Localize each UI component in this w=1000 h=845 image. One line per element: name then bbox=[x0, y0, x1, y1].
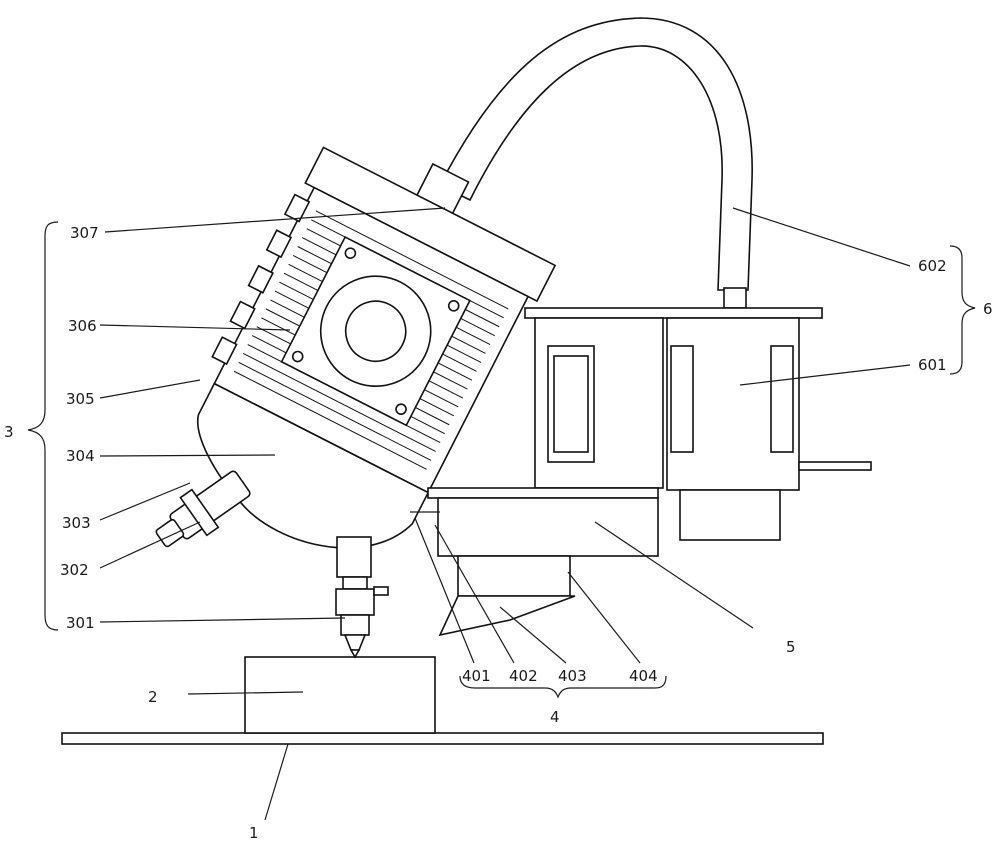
motor-window-right bbox=[770, 345, 794, 453]
workpiece-block bbox=[244, 656, 436, 734]
label-402: 402 bbox=[509, 667, 538, 685]
label-301: 301 bbox=[66, 614, 95, 632]
feeder-body bbox=[457, 555, 571, 597]
hose bbox=[438, 17, 753, 291]
nozzle-stack bbox=[335, 536, 389, 659]
brace-3 bbox=[27, 221, 59, 631]
label-2: 2 bbox=[148, 688, 158, 706]
label-3: 3 bbox=[4, 423, 14, 441]
base-plate bbox=[61, 732, 824, 745]
carriage-plate bbox=[524, 307, 823, 319]
fan-hub bbox=[344, 300, 407, 362]
label-403: 403 bbox=[558, 667, 587, 685]
label-303: 303 bbox=[62, 514, 91, 532]
label-6: 6 bbox=[983, 300, 993, 318]
label-306: 306 bbox=[68, 317, 97, 335]
label-401: 401 bbox=[462, 667, 491, 685]
label-404: 404 bbox=[629, 667, 658, 685]
lower-housing bbox=[196, 382, 430, 549]
brace-6 bbox=[949, 245, 976, 375]
unit-5-body bbox=[437, 497, 659, 557]
side-fitting bbox=[155, 470, 251, 548]
motor-base bbox=[679, 489, 781, 541]
brace-4 bbox=[459, 675, 667, 699]
hose-connector bbox=[723, 287, 747, 309]
side-clips bbox=[211, 193, 311, 366]
print-head-assembly bbox=[196, 146, 557, 549]
label-601: 601 bbox=[918, 356, 947, 374]
label-602: 602 bbox=[918, 257, 947, 275]
unit-5-plate bbox=[427, 487, 659, 499]
motor-shaft bbox=[798, 461, 872, 471]
label-304: 304 bbox=[66, 447, 95, 465]
label-5: 5 bbox=[786, 638, 796, 656]
label-1: 1 bbox=[249, 824, 259, 842]
label-307: 307 bbox=[70, 224, 99, 242]
feeder-blade bbox=[438, 595, 576, 637]
label-305: 305 bbox=[66, 390, 95, 408]
label-4: 4 bbox=[550, 708, 560, 726]
motor-window-left bbox=[670, 345, 694, 453]
fan-screws bbox=[291, 247, 460, 415]
leader-lines bbox=[99, 207, 911, 821]
label-302: 302 bbox=[60, 561, 89, 579]
rail-slider bbox=[553, 355, 589, 453]
